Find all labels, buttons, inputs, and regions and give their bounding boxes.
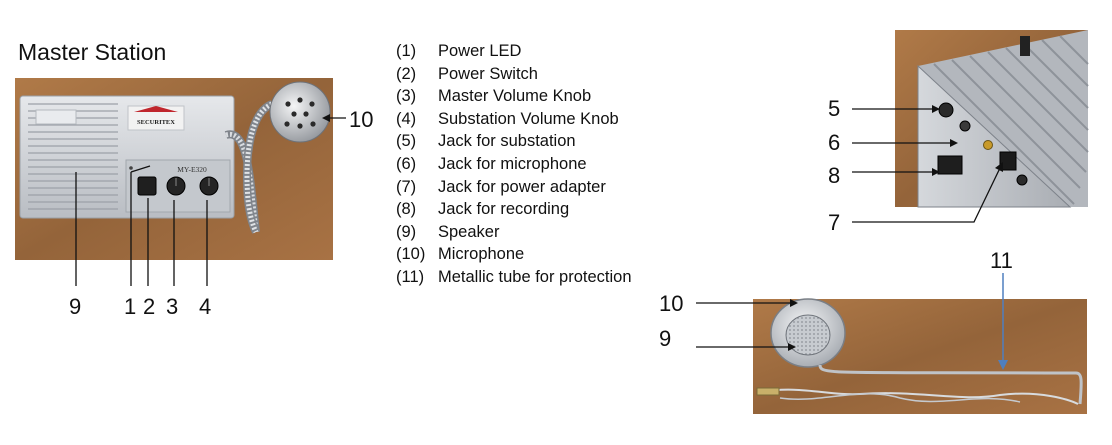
callout-number: 3 <box>166 294 179 319</box>
callout-number: 5 <box>828 96 841 121</box>
substation-photo <box>753 298 1087 414</box>
legend-number: (3) <box>396 87 417 106</box>
callout-number: 2 <box>143 294 156 319</box>
recording-jack-gold <box>983 140 993 150</box>
cable-plug <box>756 387 780 396</box>
master-station-photo: SECURITEX MY-E320 <box>15 78 333 260</box>
legend-label: Substation Volume Knob <box>438 109 619 128</box>
arrowhead <box>950 139 958 147</box>
legend-label: Jack for recording <box>438 200 570 219</box>
substation-jack <box>938 102 954 118</box>
callout-number: 6 <box>828 130 841 155</box>
arrowhead <box>788 343 796 351</box>
callout-number: 11 <box>990 248 1013 273</box>
callout-number: 1 <box>124 294 137 319</box>
side-panel-photo <box>895 30 1089 208</box>
legend-number: (6) <box>396 154 417 173</box>
metallic-tube <box>818 364 1083 405</box>
parts-legend: (1) Power LED (2) Power Switch (3) Master V… <box>396 40 632 289</box>
power-switch <box>137 176 157 196</box>
legend-item: (7) Jack for power adapter <box>396 176 632 199</box>
legend-label: Microphone <box>438 245 525 264</box>
arrowhead <box>998 360 1008 370</box>
legend-item: (1) Power LED <box>396 40 632 63</box>
recording-jack <box>937 155 963 175</box>
cable <box>759 388 1079 405</box>
substation-speaker-grille <box>785 314 831 356</box>
legend-number: (11) <box>396 267 425 286</box>
legend-number: (7) <box>396 177 417 196</box>
legend-label: Master Volume Knob <box>438 87 592 106</box>
legend-item: (4) Substation Volume Knob <box>396 108 632 131</box>
speaker-label-plate <box>35 109 77 125</box>
legend-number: (1) <box>396 42 417 60</box>
callout-number: 8 <box>828 163 841 188</box>
brand-logo-text: SECURITEX <box>137 119 175 126</box>
arrowhead <box>790 299 798 307</box>
screw-hole <box>1016 174 1028 186</box>
power-led <box>129 166 133 170</box>
top-knob <box>1020 36 1030 56</box>
master-leader-lines <box>75 117 346 286</box>
callout-number: 9 <box>659 326 672 351</box>
mic-leader-lines <box>696 273 1004 362</box>
arrowhead <box>995 162 1003 172</box>
legend-label: Power LED <box>438 42 522 60</box>
legend-item: (3) Master Volume Knob <box>396 85 632 108</box>
legend-label: Power Switch <box>438 64 538 83</box>
legend-item: (10) Microphone <box>396 243 632 266</box>
legend-number: (9) <box>396 222 417 241</box>
brand-roof-logo <box>134 106 178 112</box>
side-leader-lines <box>852 108 1001 223</box>
callout-number: 10 <box>659 291 684 316</box>
legend-item: (2) Power Switch <box>396 63 632 86</box>
diagram-title: Master Station <box>18 39 167 65</box>
legend-number: (4) <box>396 109 417 128</box>
callout-number: 7 <box>828 210 841 235</box>
legend-number: (2) <box>396 64 417 83</box>
legend-label: Speaker <box>438 222 500 241</box>
callout-number: 10 <box>349 107 374 132</box>
legend-number: (10) <box>396 245 426 264</box>
arrowhead <box>932 168 940 176</box>
station-top-fins <box>918 30 1088 207</box>
legend-label: Jack for power adapter <box>438 177 606 196</box>
legend-item: (6) Jack for microphone <box>396 153 632 176</box>
cooling-fins <box>933 35 1089 205</box>
legend-label: Jack for substation <box>438 132 576 151</box>
legend-item: (5) Jack for substation <box>396 130 632 153</box>
legend-label: Metallic tube for protection <box>438 267 632 286</box>
legend-label: Jack for microphone <box>438 154 587 173</box>
legend-item: (8) Jack for recording <box>396 198 632 221</box>
legend-item: (9) Speaker <box>396 221 632 244</box>
callout-number: 4 <box>199 294 212 319</box>
arrowhead <box>322 114 330 122</box>
callout-number: 9 <box>69 294 82 319</box>
legend-number: (8) <box>396 200 417 219</box>
legend-number: (5) <box>396 132 417 151</box>
legend-item: (11) Metallic tube for protection <box>396 266 632 289</box>
arrowhead <box>932 105 940 113</box>
microphone-head <box>269 81 331 143</box>
power-adapter-jack <box>999 151 1017 171</box>
microphone-jack <box>959 120 971 132</box>
model-number-text: MY-E320 <box>177 165 207 174</box>
